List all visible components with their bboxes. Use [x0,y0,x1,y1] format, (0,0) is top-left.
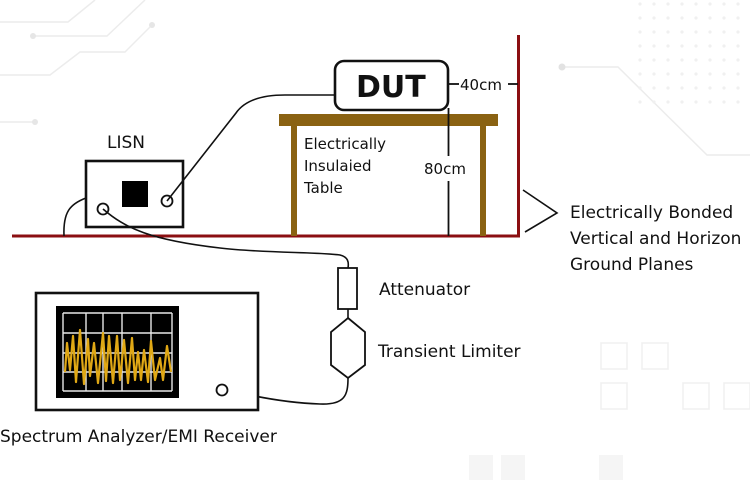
background-dot [708,16,712,20]
background-dot [708,30,712,34]
background-dot [736,16,740,20]
background-dot [680,86,684,90]
analyzer-label: Spectrum Analyzer/EMI Receiver [0,427,277,447]
dut-label: DUT [356,70,426,105]
background-dot [694,86,698,90]
background-dot [638,58,642,62]
ground-planes-label-line-2: Vertical and Horizon [570,229,741,249]
background-dot [736,2,740,6]
table-top [279,114,498,126]
table-label-line-1: Electrically [304,135,386,153]
background-dot [736,100,740,104]
background-dot [722,16,726,20]
transient-limiter-label: Transient Limiter [377,342,521,362]
background-dot [722,100,726,104]
background-dot [736,30,740,34]
background-dot [736,44,740,48]
wire-lisn-dut [166,94,335,202]
background-dot [680,44,684,48]
transient-limiter-shape [330,316,366,380]
background-dot [694,2,698,6]
table-label-line-2: Insulaied [304,157,372,175]
background-dot [652,16,656,20]
background-dot [666,2,670,6]
background-dot [694,58,698,62]
background-dot [666,72,670,76]
background-dot [638,86,642,90]
background-dot [680,100,684,104]
background-dot [694,72,698,76]
background-dot [666,30,670,34]
background-dot [666,86,670,90]
background-dot [638,16,642,20]
background-dot [652,100,656,104]
analyzer-waveform [63,328,173,386]
background-dot [722,44,726,48]
background-dot [680,58,684,62]
background-dot [722,2,726,6]
background-dot [736,72,740,76]
wire-lisn-attenuator [102,208,350,269]
background-dot [736,86,740,90]
background-dot [638,2,642,6]
background-dot [652,30,656,34]
background-dot [638,72,642,76]
background-dot [652,44,656,48]
lisn-label: LISN [107,133,145,153]
background-dot [652,86,656,90]
background-dot [708,86,712,90]
background-square-decoration [469,342,750,480]
background-dot [722,58,726,62]
table-label-line-3: Table [303,179,343,197]
height-dimension-label: 80cm [424,160,466,178]
background-dot [680,2,684,6]
background-dot [708,2,712,6]
background-dot [722,86,726,90]
background-dot [708,100,712,104]
ground-plane-bracket [522,189,559,233]
background-dot [736,58,740,62]
background-dot [680,72,684,76]
distance-dimension-label: 40cm [460,76,502,94]
background-dot [666,58,670,62]
background-dot [638,100,642,104]
background-circuit-decoration [0,0,750,156]
lisn-indicator [122,181,148,207]
background-dot-grid [638,2,740,104]
background-dot [708,44,712,48]
background-dot [708,72,712,76]
background-dot [708,58,712,62]
ground-planes [12,35,520,238]
attenuator-label: Attenuator [379,280,470,300]
analyzer-input-port [215,383,229,397]
background-dot [666,44,670,48]
attenuator-box [337,267,358,310]
table-leg-right [480,126,486,236]
ground-planes-label-line-3: Ground Planes [570,255,694,275]
background-dot [652,58,656,62]
insulated-table [279,114,498,236]
background-dot [652,72,656,76]
background-dot [652,2,656,6]
background-dot [638,44,642,48]
background-dot [638,30,642,34]
background-dot [722,30,726,34]
background-dot [694,16,698,20]
background-dot [666,16,670,20]
ground-planes-label-line-1: Electrically Bonded [570,203,733,223]
background-dot [680,30,684,34]
background-dot [680,16,684,20]
background-dot [722,72,726,76]
background-dot [666,100,670,104]
table-leg-left [291,126,297,236]
background-dot [694,30,698,34]
background-dot [694,44,698,48]
background-dot [694,100,698,104]
wire-lisn-ground [63,197,87,237]
dut-box [333,59,450,112]
